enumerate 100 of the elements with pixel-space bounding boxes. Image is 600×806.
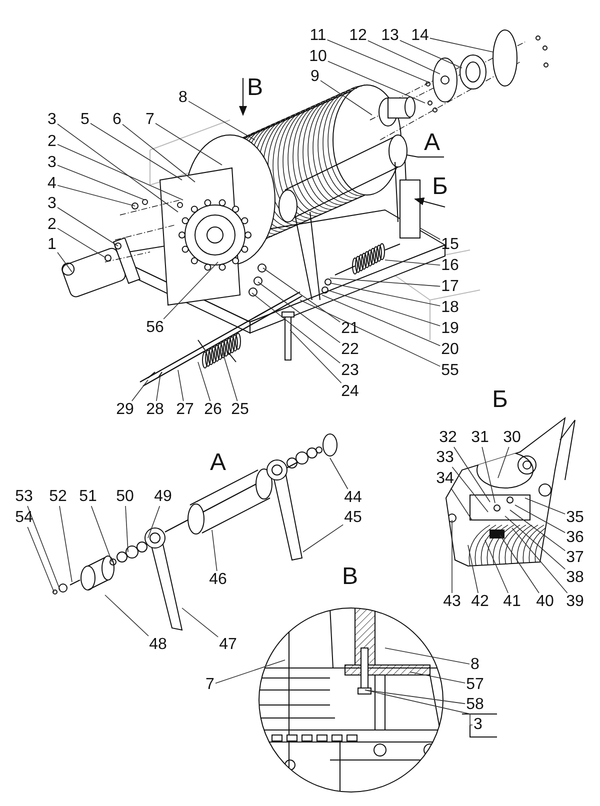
callout-number: 9: [310, 69, 320, 85]
callout-number: 25: [231, 402, 249, 418]
callout-number: 39: [566, 594, 584, 610]
leader-line: [420, 228, 440, 240]
leader-line: [27, 506, 60, 590]
callout-number: 20: [441, 342, 459, 358]
leader-line: [326, 290, 440, 326]
callout-number: 17: [441, 279, 459, 295]
callout-number: 12: [349, 28, 367, 44]
callout-number: 7: [146, 112, 154, 128]
leader-line: [215, 660, 286, 684]
callout-number: 47: [219, 637, 237, 653]
leader-line: [510, 510, 566, 552]
leader-line: [364, 690, 466, 704]
leader-line: [125, 506, 128, 552]
callout-number: 16: [441, 258, 459, 274]
leader-line: [330, 458, 348, 490]
callout-number: 7: [206, 677, 214, 693]
leader-line: [322, 294, 440, 346]
leader-line: [384, 260, 440, 266]
callout-number: 48: [149, 637, 167, 653]
callout-number: 23: [341, 363, 359, 379]
leader-line: [302, 524, 344, 552]
callout-number: 51: [79, 489, 97, 505]
callout-number: 54: [15, 510, 33, 526]
leader-line: [514, 504, 566, 533]
callout-number: 1: [48, 237, 56, 253]
callout-number: 45: [344, 510, 362, 526]
callout-number: 3: [48, 155, 56, 171]
leader-line: [452, 466, 488, 512]
leader-line: [400, 40, 462, 68]
leader-line: [57, 207, 118, 246]
leader-line: [27, 526, 54, 592]
callout-number: 33: [436, 450, 454, 466]
callout-number: 2: [48, 217, 56, 233]
callout-number: 57: [466, 677, 484, 693]
leader-line: [252, 292, 340, 364]
view-heading: Б: [492, 388, 508, 412]
callout-number: 8: [470, 657, 480, 673]
callout-number: 35: [566, 510, 584, 526]
leader-line: [148, 506, 160, 538]
leader-line: [198, 362, 211, 402]
leader-line: [182, 608, 218, 638]
view-letter: В: [247, 76, 263, 100]
callout-number: 3: [48, 112, 56, 128]
leader-line: [328, 60, 426, 104]
callout-number: 32: [439, 430, 457, 446]
callout-number: 10: [309, 49, 327, 65]
leader-line: [57, 228, 106, 258]
leader-line: [163, 262, 218, 320]
callout-number: 8: [178, 90, 188, 106]
callout-number: 28: [146, 402, 164, 418]
callout-number: 36: [566, 530, 584, 546]
callout-number: 31: [471, 430, 489, 446]
callout-number: 55: [441, 363, 459, 379]
callout-number: 56: [146, 320, 164, 336]
leader-line: [258, 282, 340, 344]
leader-line: [59, 506, 72, 582]
callout-number: 40: [536, 594, 554, 610]
leader-line: [104, 594, 149, 636]
leader-line: [290, 330, 342, 384]
callout-number: 5: [80, 112, 90, 128]
callout-number: 19: [441, 321, 459, 337]
leader-line: [132, 380, 148, 402]
leader-line: [450, 488, 472, 520]
leader-line: [90, 506, 112, 562]
callout-number: 4: [48, 176, 56, 192]
callout-number: 37: [566, 550, 584, 566]
leader-line: [320, 80, 372, 116]
leader-line: [122, 124, 196, 182]
callout-number: 34: [436, 471, 454, 487]
callout-number: 30: [503, 430, 521, 446]
leader-line: [330, 278, 440, 287]
leader-line: [262, 268, 340, 322]
leader-line: [468, 544, 478, 594]
leader-line: [364, 690, 473, 726]
callout-number: 46: [209, 572, 227, 588]
leader-line: [482, 446, 496, 504]
callout-number: 50: [116, 489, 134, 505]
view-letter: Б: [432, 175, 448, 199]
leader-line: [155, 123, 222, 166]
callout-number: 11: [310, 28, 326, 44]
leader-line: [222, 350, 238, 402]
callout-number: 27: [176, 402, 194, 418]
callout-number: 14: [411, 28, 429, 44]
view-heading: А: [210, 451, 226, 475]
callout-number: 18: [441, 300, 459, 316]
callout-number: 2: [48, 134, 56, 150]
leader-line: [57, 164, 146, 200]
callout-number: 15: [441, 237, 459, 253]
leader-line: [512, 528, 568, 594]
leader-line: [430, 38, 494, 52]
callout-number: 53: [15, 489, 33, 505]
leader-line: [57, 185, 136, 206]
leader-line: [57, 144, 184, 200]
callout-number: 42: [471, 594, 489, 610]
leader-line: [368, 40, 440, 74]
callout-number: 13: [381, 28, 399, 44]
leader-line: [484, 540, 508, 594]
leader-line: [330, 282, 440, 306]
